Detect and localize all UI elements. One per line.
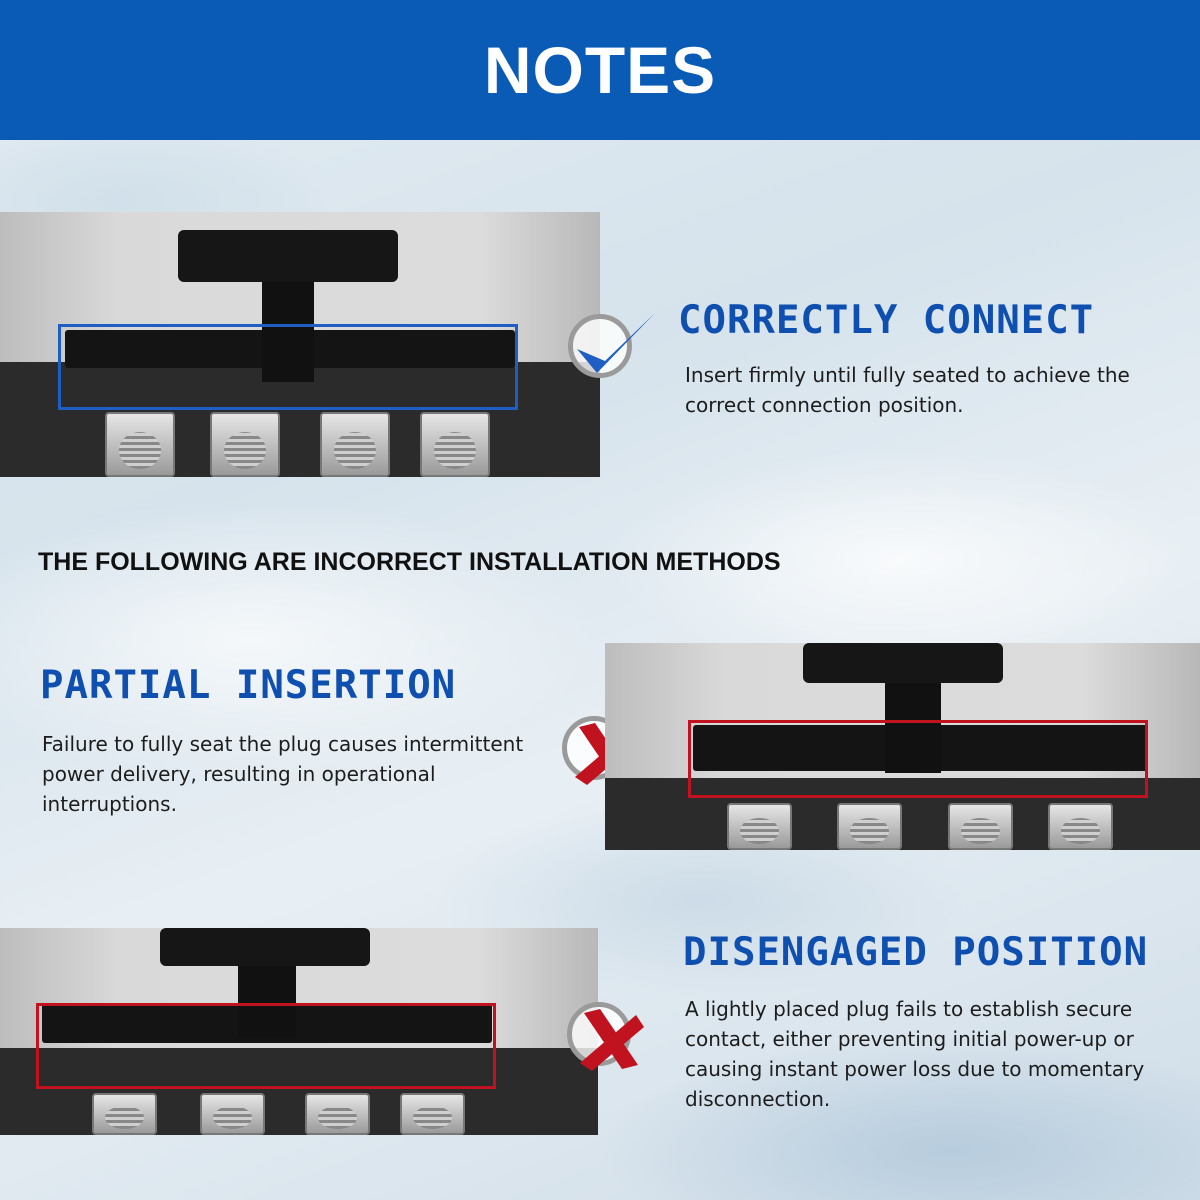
page-title: NOTES	[483, 33, 717, 107]
correct-mark	[568, 313, 655, 378]
description-line: Failure to fully seat the plug causes in…	[42, 732, 524, 756]
disengaged-highlight-frame	[36, 1003, 496, 1089]
description-line: causing instant power loss due to moment…	[685, 1057, 1145, 1081]
correct-highlight-frame	[58, 324, 518, 410]
incorrect-methods-heading: THE FOLLOWING ARE INCORRECT INSTALLATION…	[38, 548, 781, 576]
partial-insertion-photo	[605, 643, 1200, 850]
description-line: disconnection.	[685, 1087, 831, 1111]
disengaged-position-photo	[0, 928, 598, 1135]
checkmark-icon	[577, 313, 655, 373]
correct-connection-photo	[0, 212, 600, 477]
description-line: correct connection position.	[685, 393, 964, 417]
partial-description: Failure to fully seat the plug causes in…	[42, 729, 523, 819]
correct-description: Insert firmly until fully seated to achi…	[685, 360, 1130, 420]
disengaged-description: A lightly placed plug fails to establish…	[685, 994, 1144, 1114]
partial-highlight-frame	[688, 720, 1148, 798]
description-line: contact, either preventing initial power…	[685, 1027, 1134, 1051]
description-line: Insert firmly until fully seated to achi…	[685, 363, 1130, 387]
correct-title: CORRECTLY CONNECT	[678, 298, 1095, 343]
disengaged-mark	[567, 1002, 644, 1071]
description-line: power delivery, resulting in operational	[42, 762, 436, 786]
description-line: A lightly placed plug fails to establish…	[685, 997, 1133, 1021]
x-mark-icon	[580, 1009, 644, 1071]
description-line: interruptions.	[42, 792, 177, 816]
partial-title: PARTIAL INSERTION	[40, 663, 457, 708]
header-banner: NOTES	[0, 0, 1200, 140]
disengaged-title: DISENGAGED POSITION	[683, 930, 1149, 975]
